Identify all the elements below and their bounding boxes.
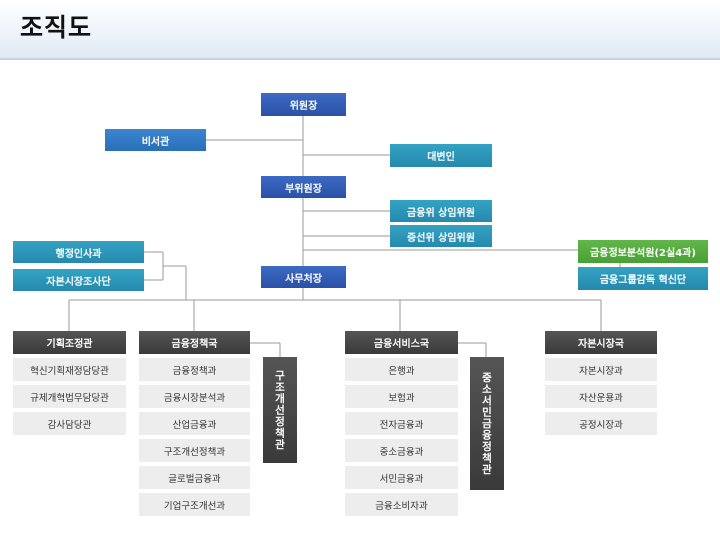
unit-box: 금융시장분석과 <box>139 385 250 408</box>
secretary-box: 비서관 <box>105 129 206 151</box>
unit-box: 규제개혁법무담당관 <box>13 385 126 408</box>
unit-box: 혁신기획재정담당관 <box>13 358 126 381</box>
unit-box: 자산운용과 <box>545 385 657 408</box>
page-header: 조직도 <box>0 0 720 60</box>
audit-box: 행정인사과 <box>13 241 144 263</box>
bureau-financial-services: 금융서비스국 <box>345 331 458 354</box>
bureau-planning: 기획조정관 <box>13 331 126 354</box>
unit-box: 전자금융과 <box>345 412 458 435</box>
unit-box: 중소금융과 <box>345 439 458 462</box>
spokesperson-box: 대변인 <box>390 144 492 167</box>
unit-box: 금융소비자과 <box>345 493 458 516</box>
unit-box: 구조개선정책과 <box>139 439 250 462</box>
bureau-capital-markets: 자본시장국 <box>545 331 657 354</box>
unit-box: 금융정책과 <box>139 358 250 381</box>
fsc-commissioner-box: 금융위 상임위원 <box>390 200 492 222</box>
bureau-financial-policy: 금융정책국 <box>139 331 250 354</box>
unit-box: 자본시장과 <box>545 358 657 381</box>
fiu-box: 금융정보분석원(2실4과) <box>578 240 708 263</box>
page-title: 조직도 <box>20 13 93 42</box>
restructuring-policy-box: 구조개선정책관 <box>263 357 297 463</box>
unit-box: 기업구조개선과 <box>139 493 250 516</box>
unit-box: 글로벌금융과 <box>139 466 250 489</box>
capital-investigation-box: 자본시장조사단 <box>13 269 144 291</box>
microfinance-policy-box: 중소서민금융정책관 <box>470 357 504 490</box>
secretary-general-box: 사무처장 <box>261 266 346 288</box>
unit-box: 산업금융과 <box>139 412 250 435</box>
unit-box: 보험과 <box>345 385 458 408</box>
chairman-box: 위원장 <box>261 93 346 116</box>
sfc-commissioner-box: 증선위 상임위원 <box>390 225 492 247</box>
unit-box: 감사담당관 <box>13 412 126 435</box>
group-supervision-box: 금융그룹감독 혁신단 <box>578 267 708 290</box>
unit-box: 서민금융과 <box>345 466 458 489</box>
vice-chairman-box: 부위원장 <box>261 176 346 198</box>
unit-box: 은행과 <box>345 358 458 381</box>
unit-box: 공정시장과 <box>545 412 657 435</box>
